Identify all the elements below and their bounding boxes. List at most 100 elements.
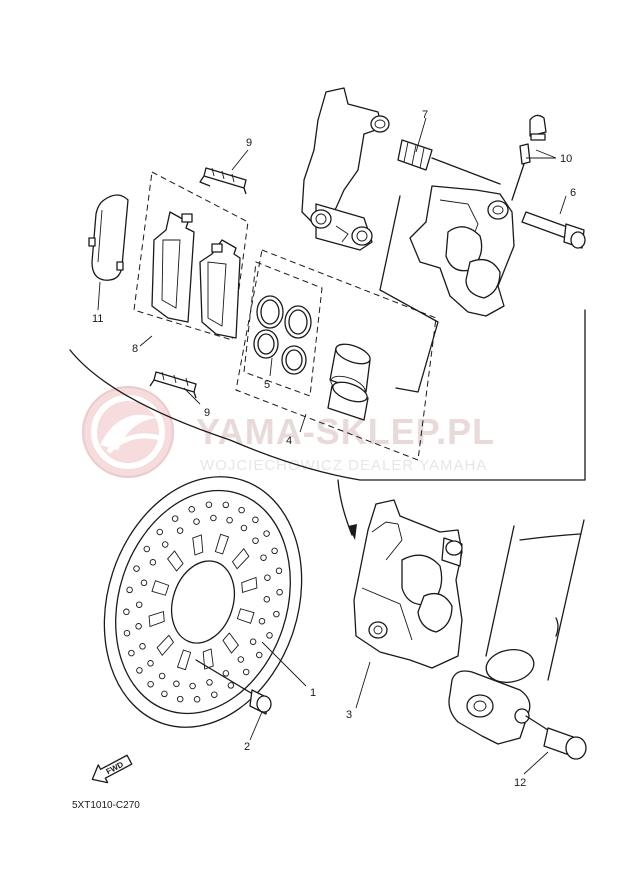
disc-slot: [202, 648, 214, 670]
disc-slot: [151, 580, 170, 596]
disc-hole: [171, 515, 179, 522]
callout-9-lower: 9: [204, 407, 210, 419]
callout-2: 2: [244, 741, 250, 753]
disc-hole: [252, 516, 259, 524]
disc-hole: [193, 696, 201, 703]
callout-4: 4: [286, 435, 292, 447]
disc-slot: [148, 611, 165, 628]
disc-hole: [222, 670, 230, 677]
disc-hole: [260, 554, 267, 561]
leader-lines: [97, 117, 567, 775]
caliper-pistons: [327, 343, 371, 421]
disc-hole: [123, 629, 131, 637]
disc-slot: [236, 608, 255, 624]
callout-3: 3: [346, 709, 352, 721]
caliper-bolt: [521, 211, 586, 249]
brake-disc: [103, 476, 303, 728]
callout-11: 11: [92, 313, 103, 325]
disc-hole: [133, 565, 140, 572]
disc-hole: [252, 537, 259, 544]
watermark: YAMA-SKLEP.PL WOJCIECHOWICZ DEALER YAMAH…: [82, 386, 495, 478]
disc-hole: [189, 682, 196, 690]
disc-hole: [222, 501, 230, 509]
disc-hole: [271, 547, 278, 555]
disc-hole: [263, 530, 270, 537]
disc-slot: [222, 632, 239, 654]
disc-hole: [135, 623, 142, 630]
assembly-arrowhead: [348, 524, 357, 540]
disc-hole: [227, 682, 235, 689]
disc-slot: [167, 550, 184, 572]
pad-kit-box: [133, 171, 249, 341]
disc-slot: [231, 548, 250, 570]
disc-slot: [241, 576, 258, 593]
disc-slot: [192, 534, 204, 556]
disc-bolt: [195, 659, 272, 715]
disc-hole: [149, 559, 157, 566]
disc-hole: [237, 656, 245, 663]
disc-hole: [147, 660, 154, 667]
disc-hole: [266, 632, 273, 639]
disc-hole: [206, 679, 213, 686]
disc-hole: [276, 588, 283, 596]
disc-holes: [123, 501, 283, 703]
watermark-title: YAMA-SKLEP.PL: [196, 411, 495, 452]
callout-9-upper: 9: [246, 137, 252, 149]
disc-hole: [135, 601, 143, 608]
disc-hole: [242, 668, 250, 676]
disc-slots: [148, 533, 258, 671]
watermark-subtitle: WOJCIECHOWICZ DEALER YAMAHA: [200, 457, 487, 474]
disc-hole: [128, 649, 135, 657]
caliper-body-box: [379, 195, 439, 393]
disc-hole: [188, 506, 195, 513]
fwd-badge: FWD: [91, 754, 133, 784]
disc-hole: [238, 506, 245, 514]
disc-hole: [173, 680, 180, 688]
disc-hole: [123, 608, 130, 616]
disc-hole: [264, 574, 271, 581]
disc-hole: [139, 643, 146, 650]
disc-hole: [255, 651, 263, 659]
disc-hole: [193, 518, 200, 525]
disc-hole: [240, 524, 248, 532]
disc-hole: [176, 695, 184, 703]
disc-slot: [176, 649, 192, 671]
disc-hole: [140, 579, 148, 587]
exploded-group-outline: [69, 309, 586, 481]
brake-pad-right: [199, 239, 241, 339]
caliper-bracket: [301, 87, 390, 251]
callout-8: 8: [132, 343, 138, 355]
disc-hole: [156, 528, 164, 536]
callout-5: 5: [264, 379, 270, 391]
caliper-body: [409, 185, 515, 317]
callout-6: 6: [570, 187, 576, 199]
disc-hole: [147, 680, 154, 688]
disc-hole: [210, 514, 217, 522]
disc-slot: [214, 533, 230, 555]
disc-hole: [176, 527, 184, 534]
disc-hole: [143, 545, 151, 553]
callout-7: 7: [422, 109, 428, 121]
diagram-code: 5XT1010-C270: [72, 800, 140, 811]
disc-hole: [211, 691, 218, 698]
disc-hole: [273, 610, 280, 618]
callout-12: 12: [514, 777, 526, 789]
pad-support-upper: [199, 167, 247, 195]
callout-numbers: 7 10 6 9 11 8 5 9 4 1 2 3 12: [92, 109, 576, 789]
fork-leg: [448, 519, 585, 745]
bleed-screw: [511, 114, 547, 201]
caliper-assembly: [353, 499, 463, 669]
disc-hole: [161, 541, 169, 548]
disc-hole: [263, 596, 271, 603]
watermark-logo: [82, 386, 174, 478]
piston-seals: [253, 295, 312, 375]
disc-hole: [226, 516, 233, 524]
piston-kit-box: [235, 249, 437, 461]
disc-hole: [158, 672, 166, 680]
disc-hole: [249, 638, 257, 645]
callout-1: 1: [310, 687, 316, 699]
disc-hole: [258, 617, 266, 625]
caliper-mount-bolt: [525, 715, 587, 760]
brake-pad-left: [151, 211, 195, 323]
